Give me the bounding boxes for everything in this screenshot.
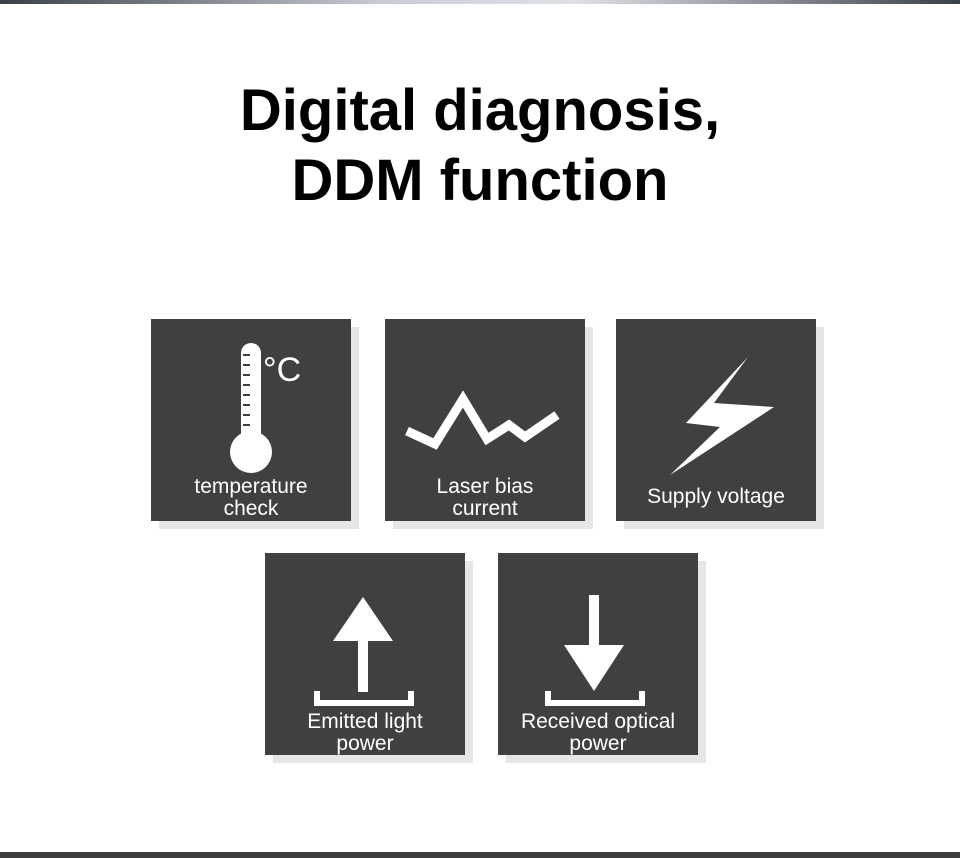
feature-label-emitted-light-power: Emitted light power: [307, 710, 423, 755]
feature-tile-temperature: °C temperature check: [151, 319, 351, 521]
lightning-bolt-icon: [670, 357, 774, 475]
page-title-line-2: DDM function: [291, 148, 669, 213]
waveform-icon: [405, 390, 560, 450]
celsius-unit: °C: [263, 351, 301, 389]
feature-tile-received-optical-power: Received optical power: [498, 553, 698, 755]
upload-arrow-icon: [314, 597, 414, 706]
page-title: Digital diagnosis, DDM function: [0, 76, 960, 216]
feature-label-received-optical-power: Received optical power: [520, 710, 676, 755]
download-arrow-icon: [545, 595, 645, 706]
feature-tile-supply-voltage: Supply voltage: [616, 319, 816, 521]
top-decorative-strip: [0, 0, 960, 4]
feature-label-supply-voltage: Supply voltage: [647, 485, 785, 508]
feature-tile-laser-bias-current: Laser bias current: [385, 319, 585, 521]
feature-label-temperature: temperature check: [194, 475, 308, 520]
thermometer-icon: °C: [230, 343, 301, 473]
page-title-line-1: Digital diagnosis,: [239, 78, 721, 143]
feature-tile-emitted-light-power: Emitted light power: [265, 553, 465, 755]
bottom-decorative-strip: [0, 852, 960, 858]
feature-label-laser-bias-current: Laser bias current: [436, 475, 534, 520]
